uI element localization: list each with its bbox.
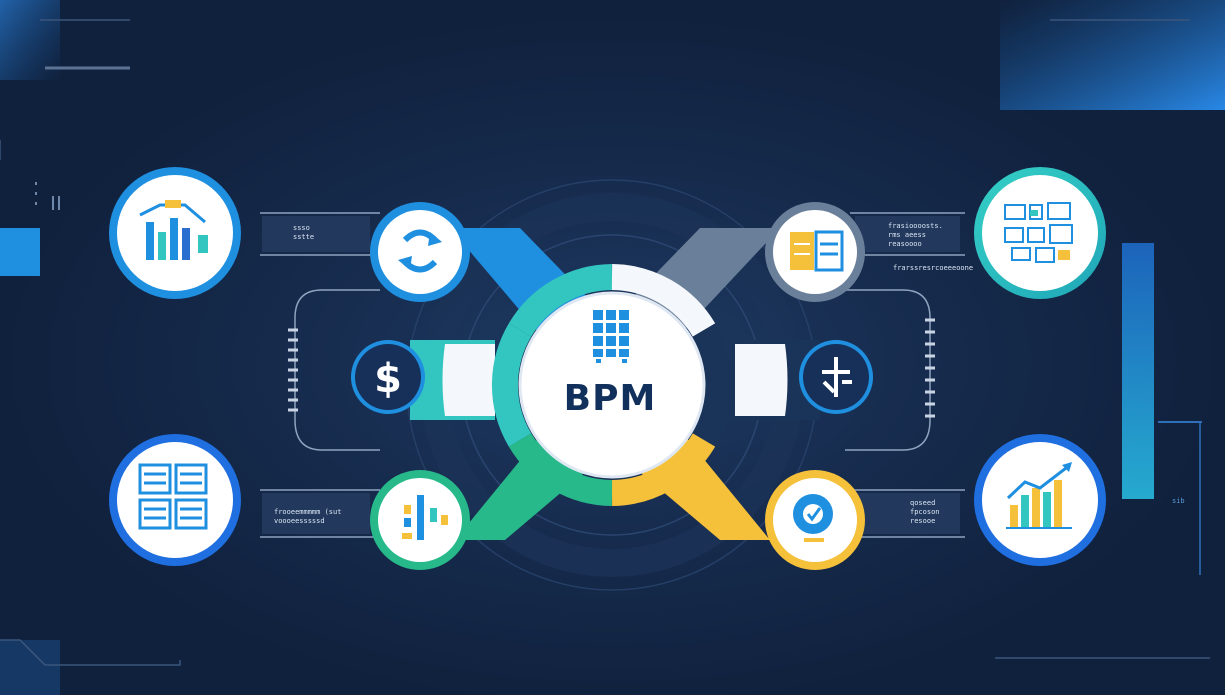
side-tab-left-white <box>442 344 495 416</box>
node-mid-left[interactable]: $ <box>351 340 425 414</box>
label-plates <box>262 216 960 534</box>
building-grid-icon <box>593 310 629 363</box>
node-bottom-left-inner[interactable] <box>370 470 470 570</box>
node-top-left-outer[interactable] <box>109 167 241 299</box>
left-edge-accent <box>0 228 40 276</box>
label-top-right-sub: frarssresrcoeeeoone <box>893 264 974 272</box>
hub-ring <box>491 264 733 506</box>
node-bottom-left-outer[interactable] <box>109 434 241 566</box>
bracket-ticks-right <box>925 318 935 418</box>
connector-lines <box>260 212 965 538</box>
label-bottom-right: qoseed fpcoson resooe <box>910 499 940 525</box>
node-top-right-outer[interactable] <box>974 167 1106 299</box>
right-vertical-bar <box>1122 243 1154 499</box>
bracket-ticks-left <box>288 328 298 412</box>
branch-icon <box>822 357 852 397</box>
dollar-icon: $ <box>374 356 402 402</box>
document-list-icon <box>790 230 844 272</box>
node-mid-right[interactable] <box>799 340 873 414</box>
corner-glow-top-right <box>1000 0 1225 110</box>
label-top-left: ssso sstte <box>293 224 315 241</box>
frame-lines <box>0 19 1210 666</box>
forms-grid-icon <box>138 463 208 530</box>
gear-check-icon <box>793 494 833 542</box>
bar-chart-growth-icon <box>1006 462 1072 529</box>
label-bottom-left: frooeemmmmm (sut voooeesssssd <box>274 508 342 525</box>
left-edge-ticks <box>35 182 60 210</box>
dashboard-widgets-icon <box>1004 202 1073 263</box>
node-top-right-inner[interactable] <box>765 202 865 302</box>
label-right-edge: sib <box>1172 497 1185 505</box>
node-top-left-inner[interactable] <box>370 202 470 302</box>
refresh-arrows-icon <box>398 229 442 273</box>
hub-label: BPM <box>563 378 657 419</box>
workflow-chart-icon <box>139 200 208 260</box>
node-bottom-right-inner[interactable] <box>765 470 865 570</box>
tools-icon <box>402 495 448 540</box>
node-bottom-right-outer[interactable] <box>974 434 1106 566</box>
corner-glow-bottom-left <box>0 640 60 695</box>
hub-circle <box>518 291 706 479</box>
side-tab-right-white <box>735 344 788 416</box>
label-top-right: frasioooosts. rms aeess reasoooo <box>888 222 943 248</box>
